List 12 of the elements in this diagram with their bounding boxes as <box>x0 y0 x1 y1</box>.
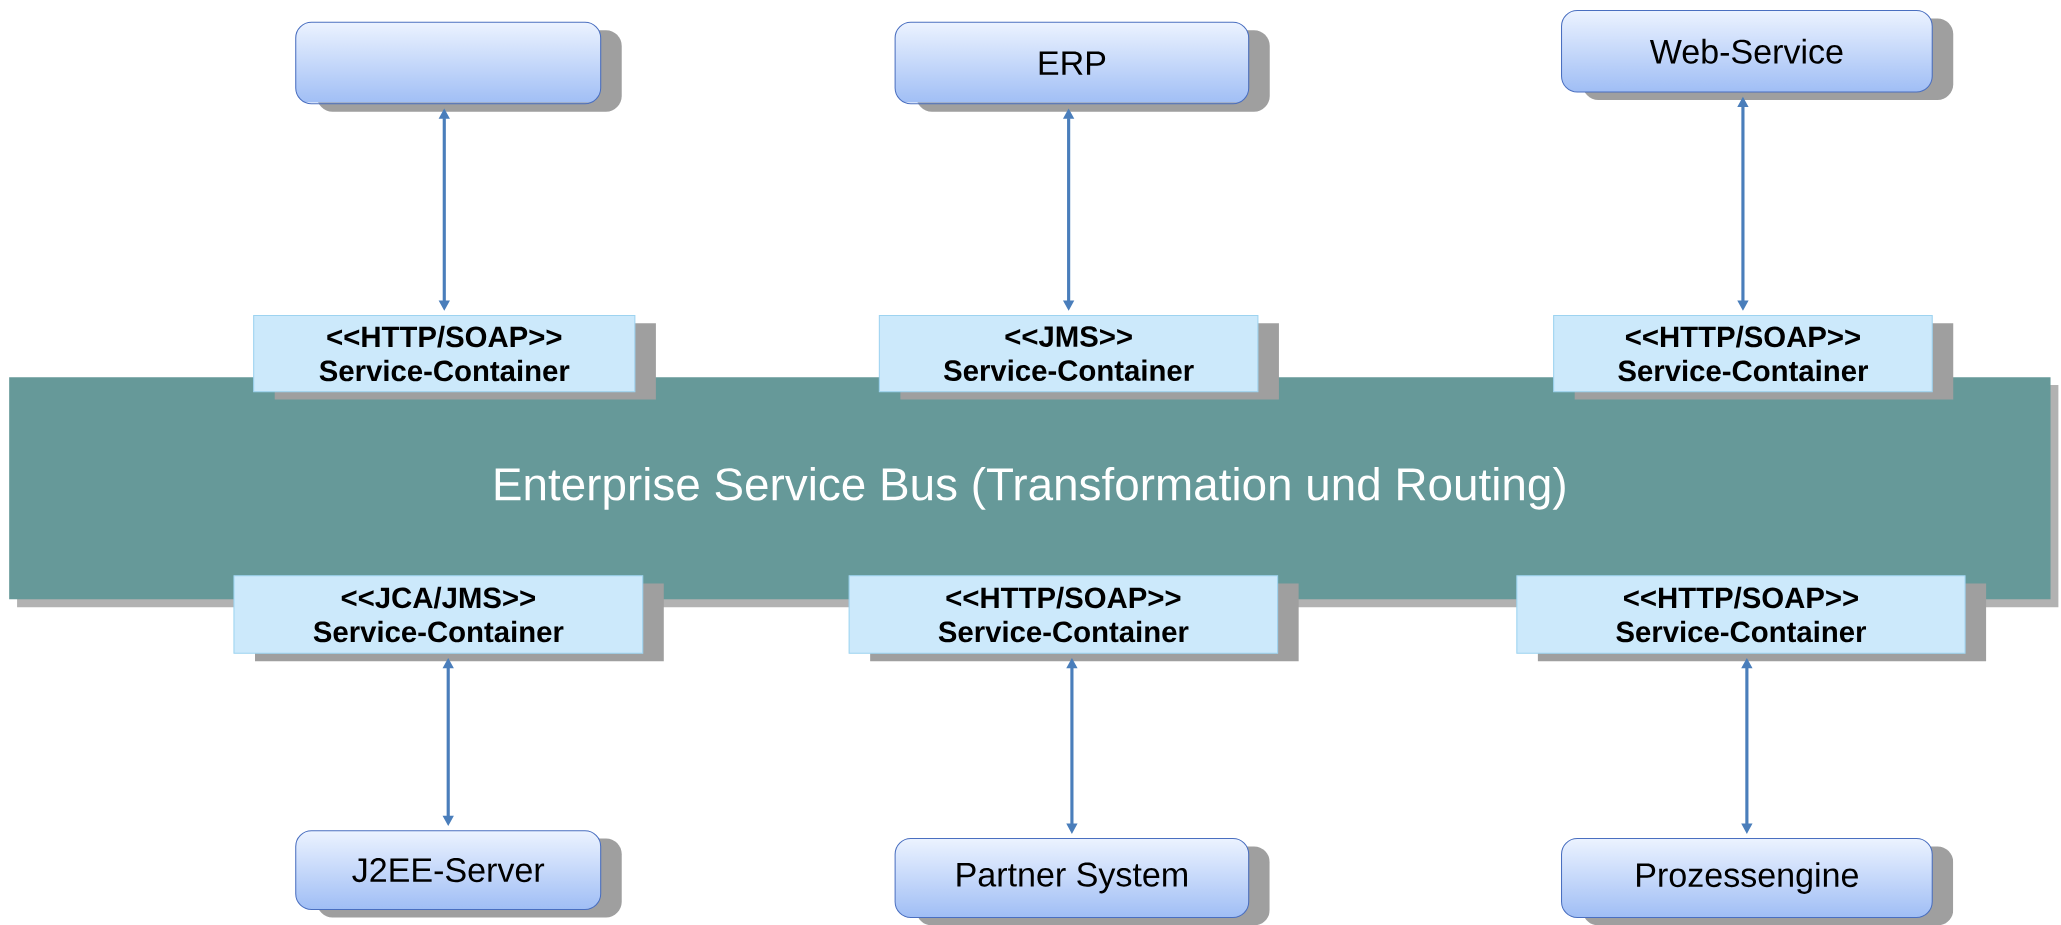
service-container-box: <<JCA/JMS>> Service-Container <box>233 575 664 661</box>
system-box: Prozessengine <box>1561 837 1954 925</box>
service-container-box: <<HTTP/SOAP>> Service-Container <box>253 314 656 400</box>
service-container-box: <<HTTP/SOAP>> Service-Container <box>848 575 1299 661</box>
system-box <box>295 21 622 112</box>
system-box: ERP <box>894 21 1270 112</box>
system-box: J2EE-Server <box>295 830 622 918</box>
service-container-box: <<JMS>> Service-Container <box>878 314 1279 400</box>
service-container-box: <<HTTP/SOAP>> Service-Container <box>1516 575 1987 661</box>
system-box: Web-Service <box>1561 9 1954 100</box>
system-box: Partner System <box>894 837 1270 925</box>
service-container-box: <<HTTP/SOAP>> Service-Container <box>1553 314 1954 400</box>
